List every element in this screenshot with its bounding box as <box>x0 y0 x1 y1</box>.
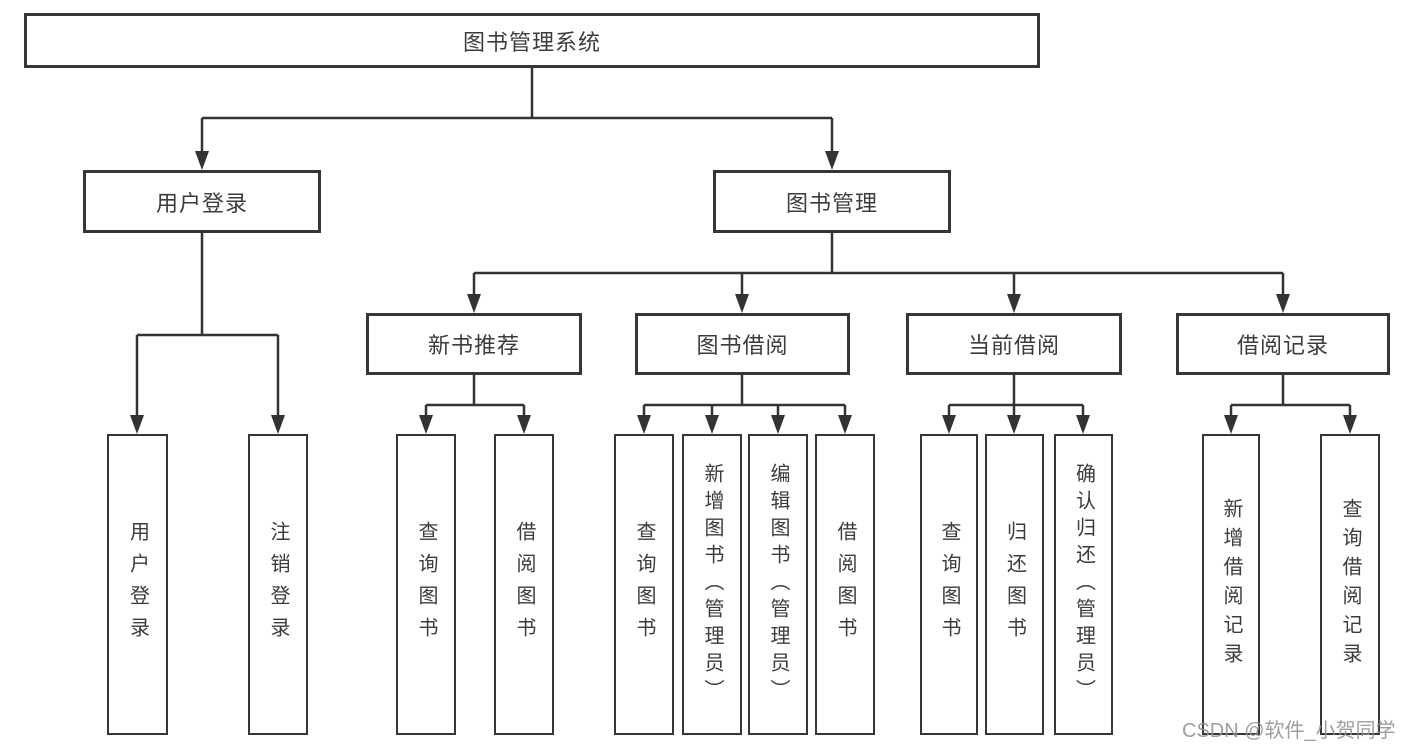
node-label: 注销登录 <box>267 520 289 649</box>
node-label: 查询图书 <box>633 520 655 649</box>
node-book-management: 图书管理 <box>713 170 951 233</box>
node-label: 新书推荐 <box>427 333 520 358</box>
node-label: 新增图书（管理员） <box>701 463 723 706</box>
node-label: 编辑图书（管理员） <box>767 463 789 706</box>
node-label: 借阅图书 <box>513 520 535 649</box>
node-root-library-management-system: 图书管理系统 <box>24 13 1040 68</box>
leaf-add-books-admin: 新增图书（管理员） <box>682 434 742 735</box>
csdn-watermark: CSDN @软件_小贺同学 <box>1182 720 1396 742</box>
node-user-login: 用户登录 <box>83 170 321 233</box>
node-label: 查询图书 <box>938 520 960 649</box>
leaf-query-books-recommend: 查询图书 <box>396 434 456 735</box>
leaf-user-login: 用户登录 <box>107 434 168 735</box>
node-label: 查询图书 <box>415 520 437 649</box>
node-label: 借阅记录 <box>1236 333 1329 358</box>
leaf-query-books-borrow: 查询图书 <box>614 434 674 735</box>
node-new-book-recommend: 新书推荐 <box>366 313 582 375</box>
leaf-add-borrow-record: 新增借阅记录 <box>1202 434 1260 735</box>
node-label: 查询借阅记录 <box>1339 497 1361 672</box>
leaf-borrow-books-recommend: 借阅图书 <box>494 434 554 735</box>
leaf-edit-books-admin: 编辑图书（管理员） <box>748 434 808 735</box>
leaf-query-borrow-record: 查询借阅记录 <box>1320 434 1380 735</box>
leaf-borrow-books: 借阅图书 <box>815 434 875 735</box>
leaf-logout: 注销登录 <box>248 434 308 735</box>
leaf-confirm-return-admin: 确认归还（管理员） <box>1054 434 1113 735</box>
node-label: 归还图书 <box>1003 520 1026 649</box>
node-label: 图书管理 <box>785 190 878 216</box>
node-book-borrow: 图书借阅 <box>635 313 850 375</box>
leaf-return-books: 归还图书 <box>985 434 1044 735</box>
node-label: 确认归还（管理员） <box>1072 463 1095 706</box>
node-label: 用户登录 <box>126 520 149 649</box>
node-borrow-records: 借阅记录 <box>1176 313 1390 375</box>
node-label: 新增借阅记录 <box>1220 497 1242 672</box>
node-label: 借阅图书 <box>834 520 856 649</box>
node-label: 图书管理系统 <box>462 29 601 55</box>
leaf-query-books-current: 查询图书 <box>920 434 978 735</box>
node-label: 用户登录 <box>155 190 248 216</box>
node-current-borrow: 当前借阅 <box>906 313 1122 375</box>
node-label: 图书借阅 <box>696 333 789 358</box>
node-label: 当前借阅 <box>967 333 1060 358</box>
